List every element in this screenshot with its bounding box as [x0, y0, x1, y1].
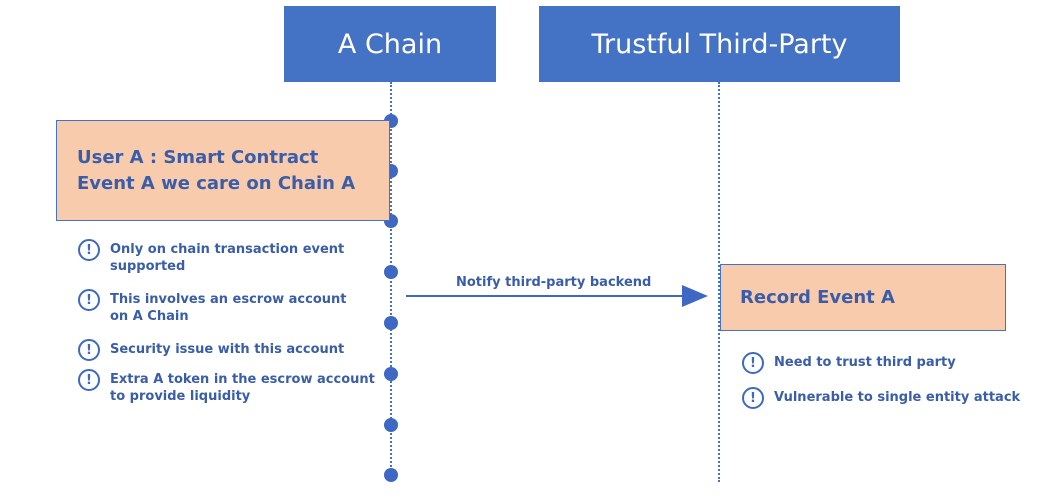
lifeline-dot: [384, 418, 398, 432]
note-chain-4: ! Extra A token in the escrow account to…: [78, 369, 375, 405]
note-text-line: Only on chain transaction event: [110, 242, 345, 257]
event-box-record: Record Event A: [720, 264, 1006, 331]
arrow-head-icon: [682, 285, 708, 307]
lifeline-dot: [384, 367, 398, 381]
note-third-1: ! Need to trust third party: [742, 352, 956, 374]
note-third-2: ! Vulnerable to single entity attack: [742, 387, 1021, 409]
warning-icon: !: [742, 387, 764, 409]
event-record-label: Record Event A: [740, 287, 895, 308]
message-label: Notify third-party backend: [456, 275, 652, 290]
participant-third-party-label: Trustful Third-Party: [591, 28, 848, 60]
participant-a-chain: A Chain: [284, 6, 496, 82]
participant-a-chain-label: A Chain: [337, 28, 443, 60]
event-box-user-a: User A : Smart Contract Event A we care …: [56, 120, 390, 221]
lifeline-a-chain: [390, 82, 392, 478]
note-text-line: This involves an escrow account: [110, 292, 347, 307]
warning-icon: !: [78, 239, 100, 261]
note-chain-3: ! Security issue with this account: [78, 339, 345, 361]
note-text-line: Security issue with this account: [110, 342, 345, 357]
note-text-line: to provide liquidity: [110, 389, 251, 404]
message-arrow: [406, 285, 708, 307]
lifeline-dot: [384, 265, 398, 279]
lifeline-dot: [384, 316, 398, 330]
note-text-line: Need to trust third party: [774, 355, 956, 370]
event-user-a-line1: User A : Smart Contract: [77, 147, 319, 168]
note-text-line: supported: [110, 259, 186, 274]
event-user-a-line2: Event A we care on Chain A: [77, 173, 356, 194]
lifeline-dot: [384, 468, 398, 482]
warning-icon: !: [742, 352, 764, 374]
warning-icon: !: [78, 369, 100, 391]
note-text-line: on A Chain: [110, 309, 189, 324]
note-text-line: Extra A token in the escrow account: [110, 372, 375, 387]
participant-trustful-third-party: Trustful Third-Party: [539, 6, 900, 82]
note-text-line: Vulnerable to single entity attack: [774, 390, 1021, 405]
lifeline-third-party: [718, 82, 720, 482]
note-chain-2: ! This involves an escrow account on A C…: [78, 289, 347, 325]
note-chain-1: ! Only on chain transaction event suppor…: [78, 239, 345, 275]
warning-icon: !: [78, 339, 100, 361]
warning-icon: !: [78, 289, 100, 311]
